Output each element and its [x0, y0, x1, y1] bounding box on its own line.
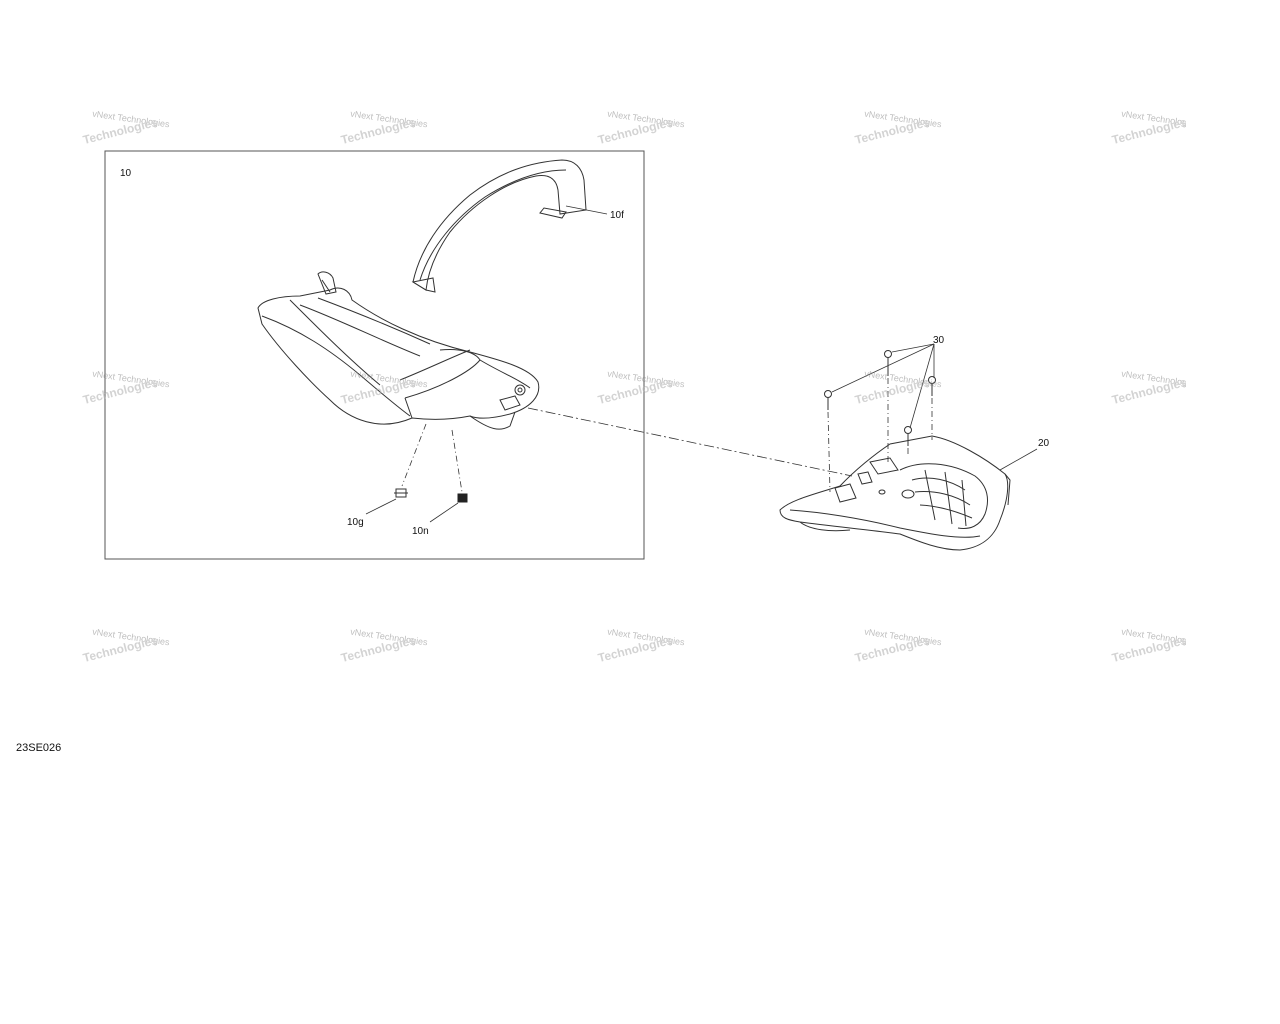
leader-10g	[365, 498, 397, 515]
callout-30: 30	[933, 335, 945, 346]
drawing-code: 23SE026	[16, 742, 62, 754]
leader-10n	[429, 502, 459, 523]
seat-base-part	[779, 435, 1011, 551]
grab-handle-part	[411, 159, 587, 293]
dash-seat-to-base	[527, 407, 853, 477]
clip-10g-part	[394, 488, 408, 498]
leader-10f	[565, 205, 608, 215]
callout-10g: 10g	[347, 517, 364, 528]
screws-part	[824, 350, 936, 446]
seat-part	[257, 271, 540, 430]
callout-10f: 10f	[610, 210, 624, 221]
kit-frame	[104, 150, 645, 560]
callout-20: 20	[1038, 438, 1050, 449]
dash-10g	[401, 423, 427, 487]
callout-10n: 10n	[412, 526, 429, 537]
screw-dash-lines	[827, 378, 933, 493]
clip-10n-part	[457, 493, 468, 503]
leaders-30	[831, 343, 935, 429]
dash-10n	[451, 429, 463, 493]
leader-20	[999, 448, 1038, 471]
callout-10: 10	[120, 168, 132, 179]
